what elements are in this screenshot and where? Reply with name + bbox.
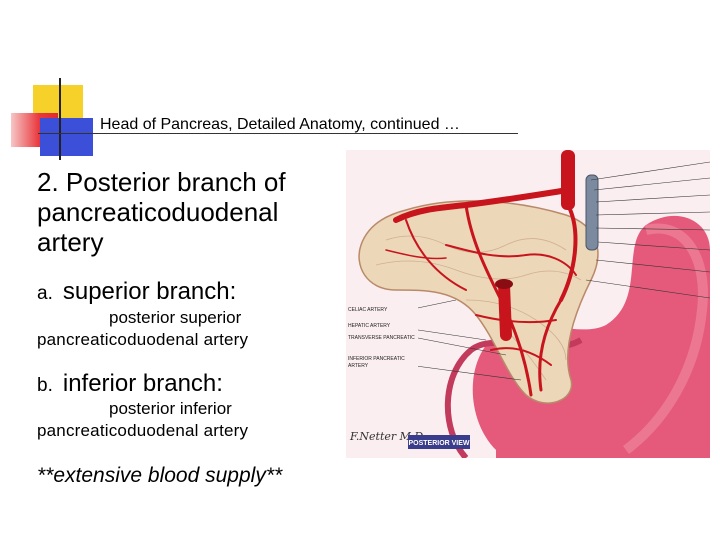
sub-point-b-title: inferior branch: xyxy=(62,370,223,397)
sub-point-a-marker: a. xyxy=(37,283,53,304)
pancreas-illustration: CELIAC ARTERY HEPATIC ARTERY TRANSVERSE … xyxy=(346,150,710,458)
artist-signature: F.Netter M.D. xyxy=(349,430,426,443)
sub-point-a-description: posterior superior pancreaticoduodenal a… xyxy=(37,307,307,351)
label-artery: ARTERY xyxy=(348,363,369,369)
label-inferior: INFERIOR PANCREATIC xyxy=(348,356,405,362)
sub-point-a-line1: posterior superior xyxy=(109,308,242,327)
label-celiac: CELIAC ARTERY xyxy=(348,307,388,313)
accent-square-blue xyxy=(40,118,93,156)
slide-title: Head of Pancreas, Detailed Anatomy, cont… xyxy=(100,116,460,133)
sub-point-b-marker: b. xyxy=(37,375,53,396)
sub-point-a-line2: pancreaticoduodenal artery xyxy=(37,330,249,349)
sub-point-b-description: posterior inferior pancreaticoduodenal a… xyxy=(37,398,307,442)
pancreas-shape xyxy=(358,200,599,404)
accent-vertical-rule xyxy=(59,78,61,160)
sub-point-a-heading: a. superior branch: xyxy=(37,278,236,306)
main-point: 2. Posterior branch of pancreaticoduoden… xyxy=(37,167,286,257)
sub-point-b-heading: b. inferior branch: xyxy=(37,370,223,398)
blood-supply-note: **extensive blood supply** xyxy=(37,464,283,487)
label-hepatic: HEPATIC ARTERY xyxy=(348,323,391,329)
sub-point-a-title: superior branch: xyxy=(62,278,237,305)
posterior-view-caption: POSTERIOR VIEW xyxy=(408,440,469,447)
label-transverse: TRANSVERSE PANCREATIC xyxy=(348,335,415,341)
title-underline-rule xyxy=(38,133,518,134)
sub-point-b-line1: posterior inferior xyxy=(109,399,232,418)
sub-point-b-line2: pancreaticoduodenal artery xyxy=(37,421,249,440)
